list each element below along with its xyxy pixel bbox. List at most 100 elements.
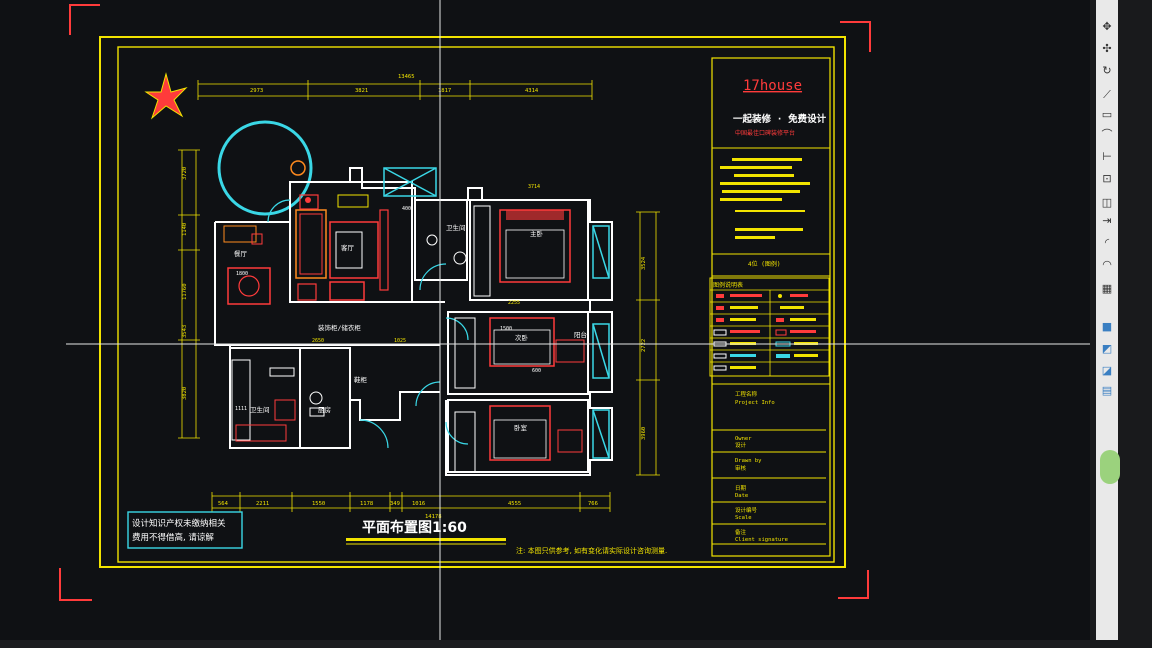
chain-icon[interactable]: ◠: [1102, 258, 1112, 271]
label-1500: 1500: [500, 326, 512, 332]
dim-bottom-2: 1550: [312, 501, 325, 507]
measure-icon[interactable]: ⊡: [1102, 172, 1112, 185]
dim-icon[interactable]: ⊢: [1102, 150, 1112, 163]
legend-title: 图例说明表: [713, 281, 743, 289]
tb-row-5: 审核: [735, 464, 747, 472]
copyright-note-line2: 费用不得借高, 请谅解: [132, 532, 214, 543]
room-bath: 卫生间: [446, 223, 466, 232]
dim-bottom-total: 14178: [425, 514, 442, 520]
legend-header: 4位 (图例): [748, 260, 780, 268]
extend-icon[interactable]: ⇥: [1102, 214, 1112, 227]
outer-frame: [99, 36, 846, 568]
dim-right-0: 3524: [641, 256, 647, 270]
tb-row-8: 设计编号: [735, 506, 758, 514]
round-icon[interactable]: ◜: [1104, 236, 1110, 249]
crop-marks: [59, 4, 871, 601]
dim-bottom-0: 564: [218, 501, 229, 507]
copy-icon[interactable]: ◪: [1101, 364, 1113, 377]
block-icon[interactable]: ■: [1101, 320, 1113, 333]
tb-row-9: Scale: [735, 515, 752, 521]
dim-bottom-1: 2211: [256, 501, 269, 507]
tb-row-0: 工程名称: [735, 390, 758, 398]
copyright-note-box: [127, 511, 243, 549]
label-1800: 1800: [236, 271, 248, 277]
orbit-icon[interactable]: ✣: [1102, 42, 1112, 55]
dim-top-0: 2973: [250, 88, 263, 94]
top-dimensions: [197, 80, 593, 100]
legend-table: [709, 277, 830, 377]
dim-bottom-5: 1016: [412, 501, 425, 507]
dim-left-0: 3720: [182, 167, 188, 180]
room-tvwall: 装饰柜/储衣柜: [318, 323, 361, 332]
zoom-icon[interactable]: ↻: [1102, 64, 1112, 77]
cad-side-toolbar: ✥ ✣ ↻ ⟋ ▭ ⌒ ⊢ ⊡ ◫ ⇥ ◜ ◠ ▦ ■ ◩ ◪ ▤: [1096, 0, 1120, 640]
room-bedroom2: 次卧: [515, 333, 529, 342]
arc-icon[interactable]: ⌒: [1101, 128, 1113, 141]
rect-icon[interactable]: ▭: [1101, 108, 1113, 121]
dim-top-2: 1817: [438, 88, 451, 94]
room-balcony: 阳台: [574, 330, 587, 339]
room-bath2: 卫生间: [250, 405, 270, 414]
status-indicator-icon: [1100, 450, 1120, 484]
crosshair-cursor[interactable]: [66, 0, 1090, 640]
doors: [267, 199, 469, 449]
tb-row-1: Project Info: [735, 400, 775, 406]
tb-row-7: Date: [735, 493, 748, 499]
walls: [214, 167, 613, 476]
dim-top-total: 13465: [398, 74, 415, 80]
round-balcony: [217, 120, 313, 216]
tb-row-4: Drawn by: [735, 458, 762, 464]
dim-top-3: 4314: [525, 88, 539, 94]
left-dimensions: [178, 149, 200, 439]
tb-row-2: Owner: [735, 436, 752, 442]
tb-row-6: 日期: [735, 485, 747, 492]
brand-name: 17house: [743, 78, 802, 94]
copyright-note-line1: 设计知识产权未缴纳相关: [132, 518, 226, 529]
dining-table: [223, 225, 271, 305]
fill-icon[interactable]: ▦: [1101, 282, 1113, 295]
north-compass-icon: [144, 72, 188, 120]
bottom-note: 注: 本图只供参考, 如有变化请实际设计咨询测量.: [516, 546, 667, 555]
bathroom-fixtures: [231, 234, 467, 442]
dim-bed-mid: 2255: [508, 300, 520, 306]
drawing-title: 平面布置图1:60: [362, 519, 467, 536]
bottom-dimensions: [211, 492, 611, 512]
floor-plan-drawing[interactable]: 17house 一起装修 · 免费设计 中国最佳口碑装修平台 4位 (图例) 图…: [0, 0, 1090, 640]
dim-right-1: 2722: [641, 339, 647, 352]
inner-frame: [117, 46, 835, 563]
dim-left-1: 1140: [182, 223, 188, 236]
label-1111: 1111: [235, 406, 247, 412]
legend-rows: [710, 289, 829, 376]
room-living: 客厅: [341, 243, 355, 252]
pan-icon[interactable]: ✥: [1102, 20, 1112, 33]
dim-left-3: 3543: [182, 325, 188, 338]
cad-viewport[interactable]: 17house 一起装修 · 免费设计 中国最佳口碑装修平台 4位 (图例) 图…: [0, 0, 1090, 640]
dim-bottom-6: 4555: [508, 501, 521, 507]
dim-bottom-7: 766: [588, 501, 598, 507]
label-600: 600: [532, 368, 541, 374]
title-block: [711, 57, 831, 557]
line-icon[interactable]: ⟋: [1103, 88, 1111, 101]
layer-icon[interactable]: ◫: [1101, 196, 1113, 209]
dim-mid1: 2650: [312, 338, 324, 344]
dim-bed-top: 3714: [528, 184, 540, 190]
brand-slogan: 中国最佳口碑装修平台: [735, 129, 795, 137]
dim-top-1: 3821: [355, 88, 368, 94]
title-underline: [346, 538, 506, 541]
bedroom-furniture: [454, 205, 585, 473]
paste-icon[interactable]: ◩: [1101, 342, 1113, 355]
dim-mid2: 1025: [394, 338, 406, 344]
export-icon[interactable]: ▤: [1101, 384, 1113, 397]
tb-row-10: 备注: [735, 528, 747, 536]
room-kitchen: 厨房: [318, 405, 331, 414]
tb-row-3: 设计: [735, 441, 747, 449]
dim-left-2: 11760: [182, 283, 188, 300]
room-dining: 餐厅: [234, 249, 248, 258]
dim-right-2: 3960: [641, 427, 647, 440]
room-bedroom3: 卧室: [514, 423, 528, 432]
tb-row-11: Client signature: [735, 537, 788, 543]
brand-logo-text: 一起装修 · 免费设计: [733, 113, 827, 125]
design-notes: [720, 158, 810, 239]
room-shoe: 鞋柜: [354, 375, 368, 384]
living-room-furniture: [290, 160, 389, 301]
